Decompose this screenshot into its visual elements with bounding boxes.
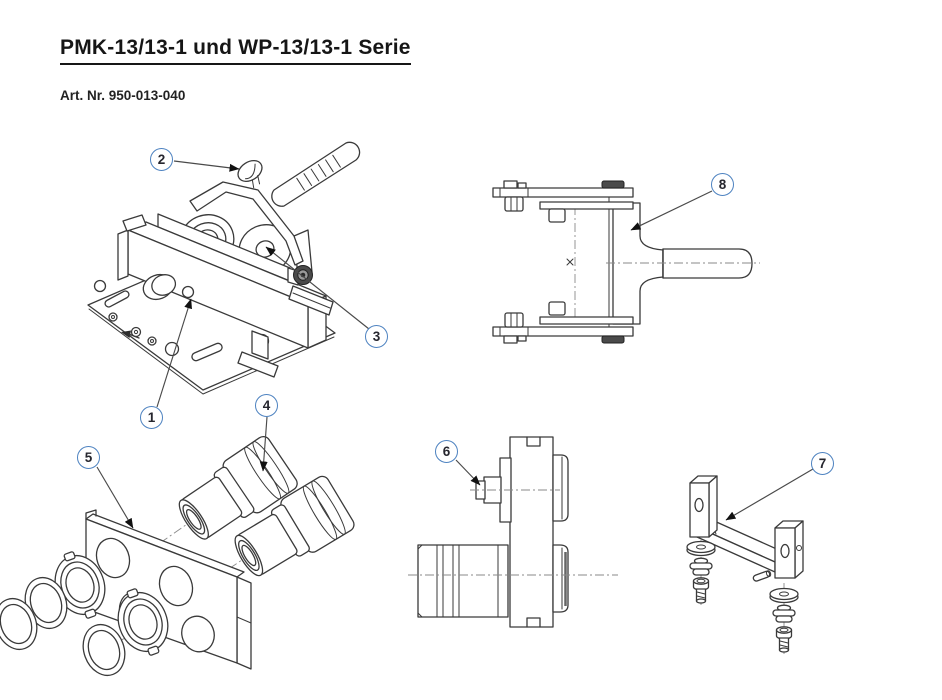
leader-5: [96, 466, 134, 529]
leader-lines: [96, 160, 814, 529]
callout-3-number: 3: [372, 329, 381, 344]
figure-pump-assembly: [87, 141, 361, 395]
left-fastener-stack: [686, 540, 716, 604]
callout-8: 8: [711, 173, 734, 196]
leader-7: [725, 468, 814, 521]
handle-body: [608, 196, 753, 328]
pin: [752, 570, 772, 582]
callout-7: 7: [811, 452, 834, 475]
leader-4: [259, 416, 268, 472]
figure-manifold-exploded: [0, 433, 358, 682]
callout-2-number: 2: [157, 152, 166, 167]
mount-bolts: [503, 180, 625, 344]
leader-2: [173, 160, 240, 172]
figure-handle-top-view: [492, 180, 760, 344]
callout-3: 3: [365, 325, 388, 348]
mount-plates: [492, 187, 634, 337]
leader-8: [630, 190, 713, 231]
lever-yoke: [189, 181, 304, 266]
callout-5: 5: [77, 446, 100, 469]
article-number: Art. Nr. 950-013-040: [60, 88, 186, 103]
center-plate: [509, 436, 554, 628]
callout-1: 1: [140, 406, 163, 429]
callout-4: 4: [255, 394, 278, 417]
callout-6-number: 6: [442, 444, 451, 459]
leader-6: [455, 459, 481, 486]
flow-arrow-mark: [121, 330, 131, 338]
wing-knob: [237, 160, 263, 189]
leader-1: [156, 298, 192, 408]
leader-3: [265, 246, 370, 330]
callout-7-number: 7: [818, 456, 827, 471]
pump-handle: [271, 141, 361, 207]
figure-cylinder-side-view: [408, 436, 618, 628]
figure-bracket-exploded: [686, 475, 804, 654]
callout-8-number: 8: [718, 177, 727, 192]
right-fastener-stack: [769, 587, 799, 653]
callout-5-number: 5: [84, 450, 93, 465]
page-title: PMK-13/13-1 und WP-13/13-1 Serie: [60, 36, 411, 65]
callout-6: 6: [435, 440, 458, 463]
callout-1-number: 1: [147, 410, 156, 425]
callout-2: 2: [150, 148, 173, 171]
main-cylinder: [417, 544, 569, 618]
callout-4-number: 4: [262, 398, 271, 413]
pump-body: [117, 214, 327, 349]
u-bracket: [689, 475, 804, 582]
